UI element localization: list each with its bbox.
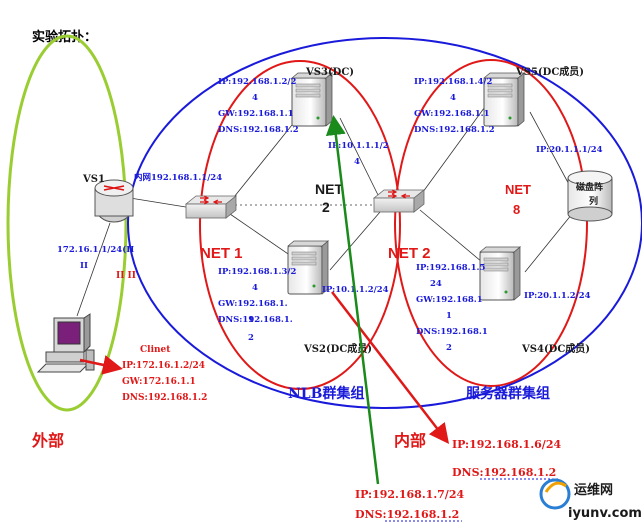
internal-zone-outline [127, 37, 642, 409]
callout-red-arrow [331, 291, 450, 444]
vs5-ip2: IP:20.1.1.1/24 [536, 145, 603, 155]
vs5-dns: DNS:192.168.1.2 [414, 125, 495, 135]
disk-label-line2: 列 [589, 195, 598, 207]
watermark-url: iyunv.com [568, 506, 642, 521]
client-gw: GW:172.16.1.1 [122, 377, 196, 387]
vs5-ip: IP:192.168.1.4/2 [414, 77, 492, 87]
net2-inner-label-bottom: 2 [322, 199, 330, 215]
vs4-label: VS4(DC成员) [521, 342, 590, 355]
vs1-external-ip: 172.16.1.1/24(II [57, 244, 134, 255]
net2-switch[interactable] [373, 189, 425, 213]
watermark-logo [539, 478, 571, 510]
vs2-dns: DNS:192.168.1. [218, 315, 293, 325]
net8-label-top: NET [505, 182, 531, 197]
client-pc[interactable] [36, 313, 95, 373]
callout1-dns: DNS:192.168.1.2 [452, 466, 556, 479]
vs1-internal-ip: 内网192.168.1.1/24 [134, 172, 222, 183]
net1-label: NET 1 [200, 245, 243, 262]
server-group-label: 服务器群集组 [466, 385, 550, 402]
vs1-external-ip-cont: II [80, 261, 88, 271]
watermark-brand: 运维网 [574, 482, 613, 498]
net2-inner-label-top: NET [315, 181, 343, 197]
vs2-ip: IP:192.168.1.3/2 [218, 267, 296, 277]
vs2-ip-cont: 4 [252, 283, 258, 293]
disk-label-line1: 磁盘阵 [576, 181, 603, 193]
client-label: Clinet [140, 345, 171, 355]
vs4-ip-cont: 24 [430, 279, 442, 289]
internal-region-label: 内部 [394, 431, 426, 450]
vs2-gw-cont: 1 [248, 315, 254, 325]
net1-switch[interactable] [185, 195, 237, 219]
vs1-router[interactable] [94, 179, 134, 223]
vs2-dns-cont: 2 [248, 333, 254, 343]
vs3-ip: IP:192.168.1.2/2 [218, 77, 296, 87]
external-region-label: 外部 [31, 431, 64, 450]
callout2-ip: IP:192.168.1.7/24 [355, 488, 464, 501]
server-group-outline [394, 59, 588, 387]
vs3-dns: DNS:192.168.1.2 [218, 125, 299, 135]
vs3-server[interactable] [291, 72, 333, 127]
vs4-ip2: IP:20.1.1.2/24 [524, 291, 591, 301]
client-arrow [79, 355, 123, 375]
vs5-ip-cont: 4 [450, 93, 456, 103]
nlb-group-outline [199, 60, 401, 390]
vs4-dns: DNS:192.168.1 [416, 327, 488, 337]
client-ip: IP:172.16.1.2/24 [122, 361, 205, 371]
net8-label-bottom: 8 [513, 202, 520, 217]
external-zone-outline [6, 34, 128, 412]
vs4-dns-cont: 2 [446, 343, 452, 353]
vs3-gw: GW:192.168.1.1 [218, 109, 294, 119]
vs1-label: VS1 [82, 174, 105, 185]
vs3-ip-cont: 4 [252, 93, 258, 103]
vs3-ip2-cont: 4 [354, 157, 360, 167]
callout-green-arrow [325, 115, 380, 485]
callout2-dns: DNS:192.168.1.2 [355, 508, 459, 521]
vs2-label: VS2(DC成员) [303, 342, 372, 355]
vs2-gw: GW:192.168.1. [218, 299, 288, 309]
vs3-label: VS3(DC) [305, 67, 354, 78]
disk-array[interactable] [567, 170, 613, 222]
callout1-ip: IP:192.168.1.6/24 [452, 438, 561, 451]
network-links [76, 103, 573, 317]
vs4-ip: IP:192.168.1.5 [416, 263, 485, 273]
vs4-gw: GW:192.168.1 [416, 295, 483, 305]
nlb-group-label: NLB群集组 [288, 385, 364, 402]
client-dns: DNS:192.168.1.2 [122, 393, 207, 403]
vs4-server[interactable] [479, 246, 521, 301]
vs5-label: VS5(DC成员) [515, 65, 584, 78]
net2-label: NET 2 [388, 245, 431, 262]
vs3-ip2: IP:10.1.1.1/2 [328, 141, 389, 151]
vs5-gw: GW:192.168.1.1 [414, 109, 490, 119]
vs4-gw-cont: 1 [446, 311, 452, 321]
vs1-marks: II II [116, 271, 136, 281]
